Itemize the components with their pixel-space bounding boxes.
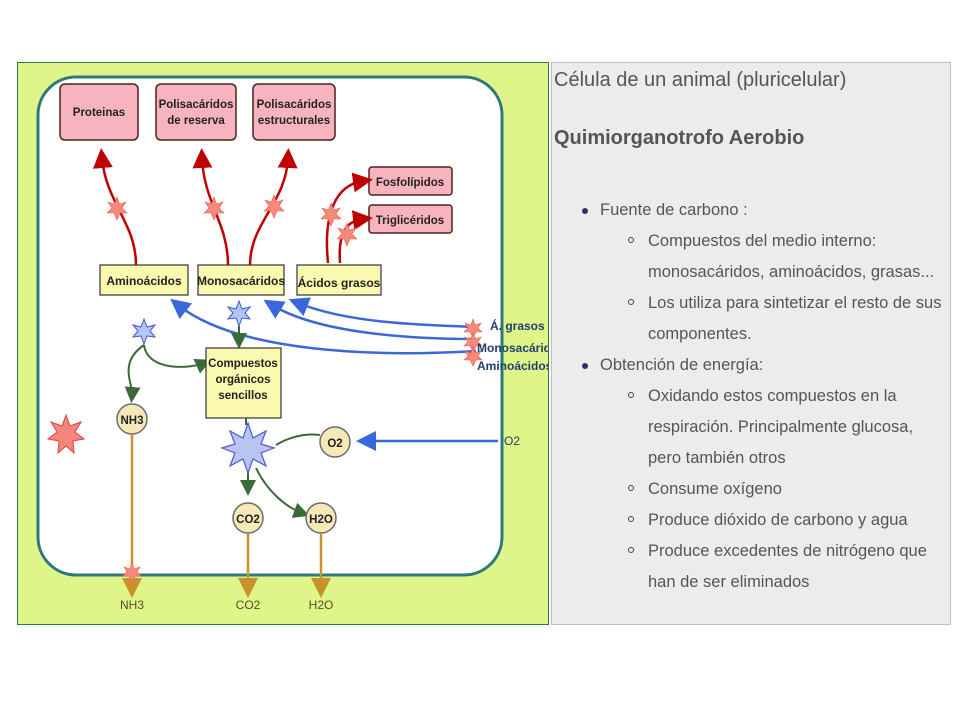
product-polisacaridos-estructurales: Polisacáridos estructurales [252,83,336,141]
monomer-aminoacidos: Aminoácidos [99,264,189,296]
enzyme-star-icon [320,202,342,227]
product-proteinas: Proteinas [59,83,139,141]
compuestos-organicos-box: Compuestos orgánicos sencillos [205,347,282,419]
diagram-canvas: Proteinas Polisacáridos de reserva Polis… [36,75,548,612]
list-item-label: Fuente de carbono : [600,201,748,219]
import-arrow-aminoacidos [170,298,477,355]
input-label-aminoacidos: Aminoácidos [477,359,548,373]
enzyme-stars [106,194,358,247]
panel-title: Célula de un animal (pluricelular) [554,69,847,91]
monomer-acidos-grasos: Ácidos grasos [296,264,382,296]
compuestos-label-1: Compuestos [208,358,278,370]
import-arrow-acidos-grasos [288,297,477,329]
enzyme-legend-star-icon [46,413,86,455]
list-item-label: Obtención de energía: [600,356,764,374]
output-label-co2: CO2 [236,598,261,612]
sublist-item: Compuestos del medio interno: monosacári… [628,226,942,288]
output-label-nh3: NH3 [120,598,144,612]
input-label-monosacarido: Monosacárido [477,341,548,355]
list-item-obtencion-energia: Obtención de energía: Oxidando estos com… [582,350,942,598]
sublist-item: Produce dióxido de carbono y agua [628,505,942,536]
fosfolipidos-label: Fosfolípidos [376,177,444,189]
polisacaridos-estructurales-label-2: estructurales [258,115,330,127]
monomer-monosacaridos: Monosacáridos [197,264,285,296]
nh3-circle [116,403,148,435]
respiration-to-h2o-arrow [255,467,310,518]
feature-list: Fuente de carbono : Compuestos del medio… [582,195,942,598]
catabolism-arrow-aminoacidos-nh3 [124,344,145,403]
catabolism-arrow-aminoacidos-compuestos [143,344,212,374]
enzyme-star-icon [203,196,225,221]
o2-circle [319,426,351,458]
product-polisacaridos-reserva: Polisacáridos de reserva [155,83,237,141]
sublist-obtencion-energia: Oxidando estos compuestos en la respirac… [600,381,942,598]
compuestos-label-3: sencillos [218,390,267,402]
monosacaridos-label: Monosacáridos [197,274,285,288]
nh3-exporter-star-icon [122,562,142,583]
sublist-fuente-carbono: Compuestos del medio interno: monosacári… [600,226,942,350]
import-arrow-monosacaridos [263,299,477,341]
product-trigliceridos: Triglicéridos [368,204,453,234]
trigliceridos-label: Triglicéridos [376,215,444,227]
h2o-circle [305,502,337,534]
metabolism-diagram: Proteinas Polisacáridos de reserva Polis… [17,62,549,625]
compuestos-label-2: orgánicos [216,374,271,386]
o2-circle-label: O2 [327,438,342,450]
enzyme-star-aminoacidos-icon [131,317,157,346]
synthesis-arrow-fosfolipidos [325,172,373,264]
enzyme-star-icon [336,222,358,247]
sublist-item: Produce excedentes de nitrógeno que han … [628,536,942,598]
o2-to-respiration-line [275,433,321,446]
h2o-circle-label: H2O [309,514,333,526]
aminoacidos-label: Aminoácidos [106,274,182,288]
polisacaridos-reserva-label-2: de reserva [167,115,225,127]
proteinas-label: Proteinas [73,107,125,119]
polisacaridos-estructurales-label-1: Polisacáridos [257,99,332,111]
co2-circle-label: CO2 [236,514,260,526]
respiration-star-icon [220,421,276,475]
list-item-fuente-carbono: Fuente de carbono : Compuestos del medio… [582,195,942,350]
transporter-star-icon [463,346,483,367]
enzyme-star-icon [263,194,285,219]
enzyme-star-icon [106,196,128,221]
description-panel: Célula de un animal (pluricelular) Quimi… [551,62,951,625]
product-fosfolipidos: Fosfolípidos [368,166,453,196]
sublist-item: Consume oxígeno [628,474,942,505]
polisacaridos-reserva-label-1: Polisacáridos [159,99,234,111]
synthesis-arrow-polisacaridos-estructurales [248,148,298,266]
acidos-grasos-label: Ácidos grasos [298,275,381,290]
input-label-a-grasos: Á. grasos [490,318,545,333]
o2-external-label: O2 [504,434,520,448]
panel-subtitle: Quimiorganotrofo Aerobio [554,127,805,149]
output-label-h2o: H2O [309,598,334,612]
sublist-item: Los utiliza para sintetizar el resto de … [628,288,942,350]
cell-membrane [36,75,504,577]
nh3-circle-label: NH3 [120,415,143,427]
co2-circle [232,502,264,534]
transporter-stars [463,318,483,367]
sublist-item: Oxidando estos compuestos en la respirac… [628,381,942,474]
